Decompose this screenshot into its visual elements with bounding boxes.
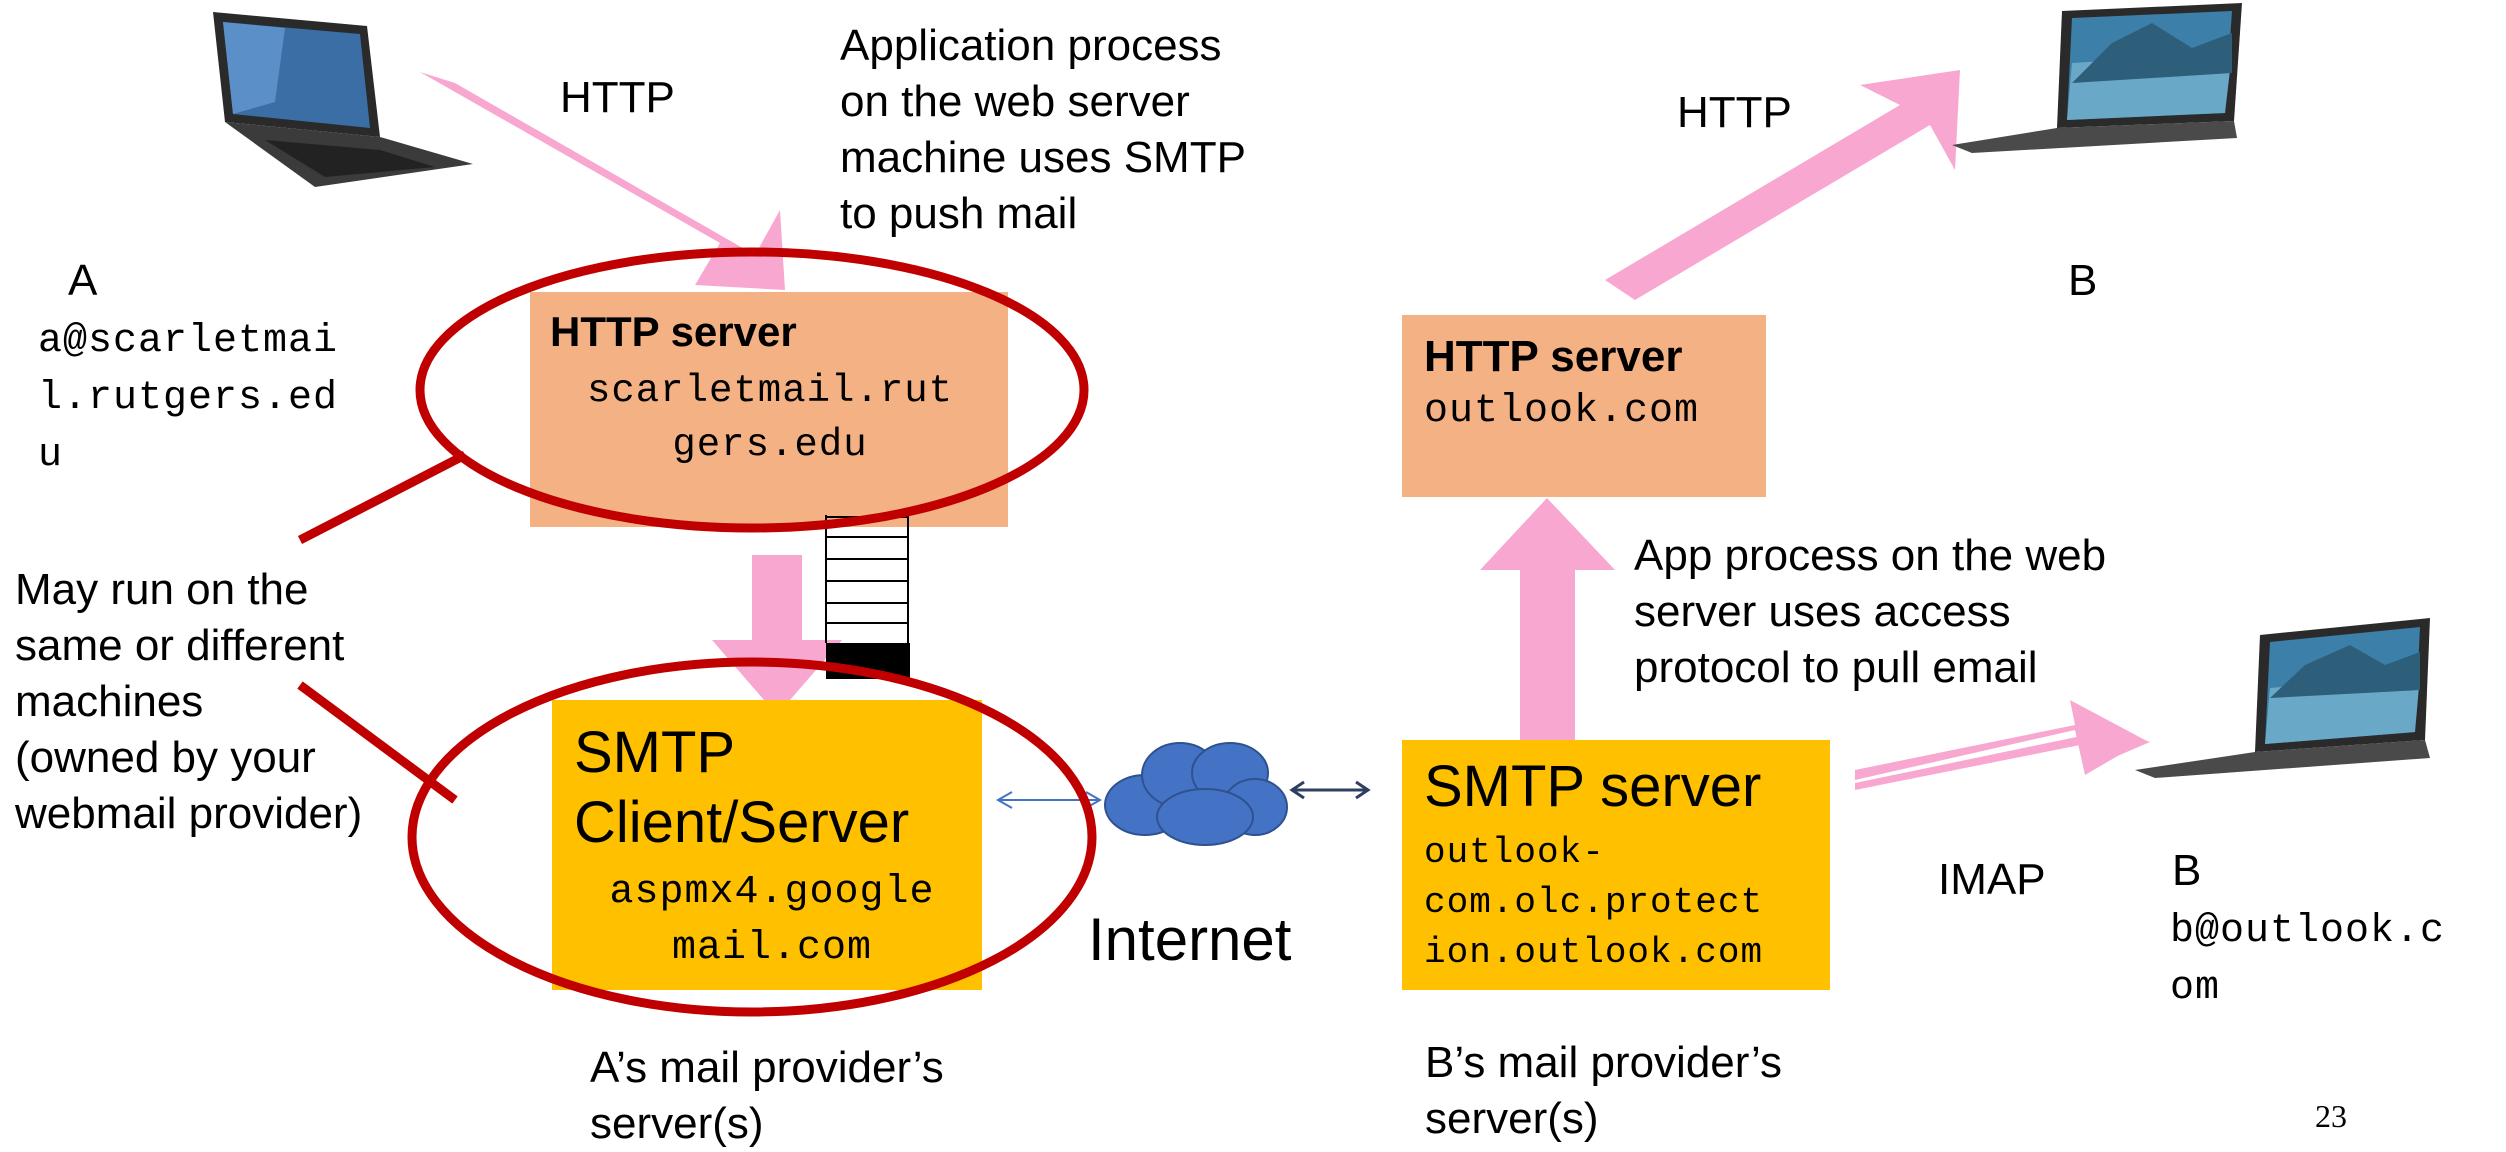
cloud-icon bbox=[1104, 742, 1288, 846]
label-internet: Internet bbox=[1088, 906, 1292, 973]
label-may-run: May run on the same or different machine… bbox=[15, 565, 363, 838]
smtp-b-host: outlook- com.olc.protect ion.outlook.com bbox=[1424, 832, 1764, 973]
laptop-icon bbox=[1952, 3, 2242, 153]
smtp-b-title: SMTP server bbox=[1424, 754, 1762, 819]
http-server-a-box: HTTP server scarletmail.rut gers.edu bbox=[530, 292, 1008, 527]
arrow-imap bbox=[1855, 700, 2150, 790]
link-smtp-a-internet bbox=[995, 791, 1103, 809]
label-http-right: HTTP bbox=[1677, 88, 1792, 137]
queue-icon bbox=[825, 515, 910, 679]
page-number: 23 bbox=[2315, 1098, 2347, 1134]
label-app-process-push: Application process on the web server ma… bbox=[840, 21, 1246, 238]
http-server-b-title: HTTP server bbox=[1424, 332, 1683, 381]
laptop-icon bbox=[213, 12, 473, 187]
laptop-icon bbox=[2135, 618, 2430, 778]
label-a-provider: A’s mail provider’s server(s) bbox=[590, 1043, 944, 1148]
http-server-a-title: HTTP server bbox=[550, 308, 797, 355]
user-b-bottom-name: B bbox=[2172, 846, 2202, 895]
smtp-a-title: SMTP Client/Server bbox=[574, 720, 910, 855]
http-server-b-host: outlook.com bbox=[1424, 389, 1700, 434]
user-a-email: a@scarletmai l.rutgers.ed u bbox=[38, 319, 339, 478]
arrow-http-b bbox=[1605, 70, 1960, 300]
user-b-top-name: B bbox=[2068, 256, 2098, 305]
http-server-a-host: scarletmail.rut gers.edu bbox=[586, 369, 954, 467]
label-app-process-pull: App process on the web server uses acces… bbox=[1634, 531, 2107, 692]
smtp-a-host: aspmx4.google mail.com bbox=[609, 870, 935, 971]
label-imap: IMAP bbox=[1938, 855, 2046, 904]
http-server-b-box: HTTP server outlook.com bbox=[1402, 315, 1766, 497]
link-internet-smtp-b bbox=[1289, 780, 1371, 800]
user-a-name: A bbox=[68, 256, 98, 305]
label-b-provider: B’s mail provider’s server(s) bbox=[1425, 1038, 1783, 1143]
arrow-smtp-to-http-b bbox=[1480, 498, 1615, 740]
smtp-b-box: SMTP server outlook- com.olc.protect ion… bbox=[1402, 740, 1830, 990]
user-b-bottom-email: b@outlook.c om bbox=[2170, 909, 2446, 1011]
smtp-a-box: SMTP Client/Server aspmx4.google mail.co… bbox=[552, 700, 982, 990]
label-http-left: HTTP bbox=[560, 73, 675, 122]
